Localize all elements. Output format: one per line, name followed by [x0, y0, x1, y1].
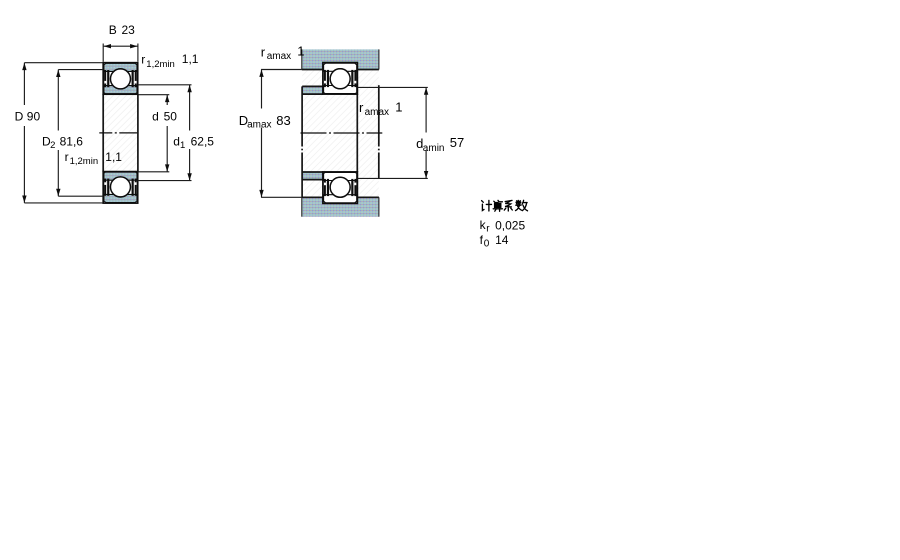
- svg-text:1: 1: [180, 140, 185, 151]
- svg-text:23: 23: [122, 23, 136, 37]
- svg-text:57: 57: [450, 135, 464, 150]
- svg-text:0,025: 0,025: [495, 219, 525, 233]
- svg-text:D: D: [42, 134, 51, 148]
- svg-text:D: D: [239, 113, 248, 128]
- svg-text:0: 0: [484, 238, 490, 249]
- svg-text:r: r: [65, 150, 69, 164]
- svg-text:f: f: [480, 233, 484, 247]
- svg-text:62,5: 62,5: [191, 134, 215, 148]
- svg-text:d: d: [416, 136, 423, 151]
- svg-text:amax: amax: [247, 119, 271, 130]
- svg-text:1,2min: 1,2min: [146, 59, 175, 70]
- svg-text:d: d: [173, 134, 180, 148]
- svg-text:2: 2: [50, 140, 55, 151]
- svg-text:d: d: [152, 109, 159, 123]
- svg-text:r: r: [486, 224, 490, 235]
- svg-text:D: D: [15, 109, 24, 123]
- svg-text:1: 1: [395, 100, 402, 115]
- svg-text:1: 1: [297, 44, 304, 59]
- svg-text:amin: amin: [423, 143, 445, 154]
- svg-text:k: k: [480, 218, 487, 232]
- svg-text:81,6: 81,6: [60, 134, 84, 148]
- svg-text:r: r: [359, 100, 364, 115]
- svg-text:amax: amax: [365, 107, 389, 118]
- svg-text:50: 50: [164, 109, 178, 123]
- svg-text:1,2min: 1,2min: [70, 156, 99, 167]
- svg-text:amax: amax: [267, 51, 291, 62]
- svg-text:83: 83: [276, 113, 290, 128]
- svg-text:14: 14: [495, 233, 509, 247]
- svg-text:1,1: 1,1: [105, 150, 122, 164]
- svg-text:90: 90: [27, 109, 41, 123]
- svg-text:1,1: 1,1: [182, 52, 199, 66]
- svg-text:r: r: [261, 45, 266, 60]
- svg-text:B: B: [109, 23, 117, 37]
- svg-text:r: r: [141, 52, 145, 66]
